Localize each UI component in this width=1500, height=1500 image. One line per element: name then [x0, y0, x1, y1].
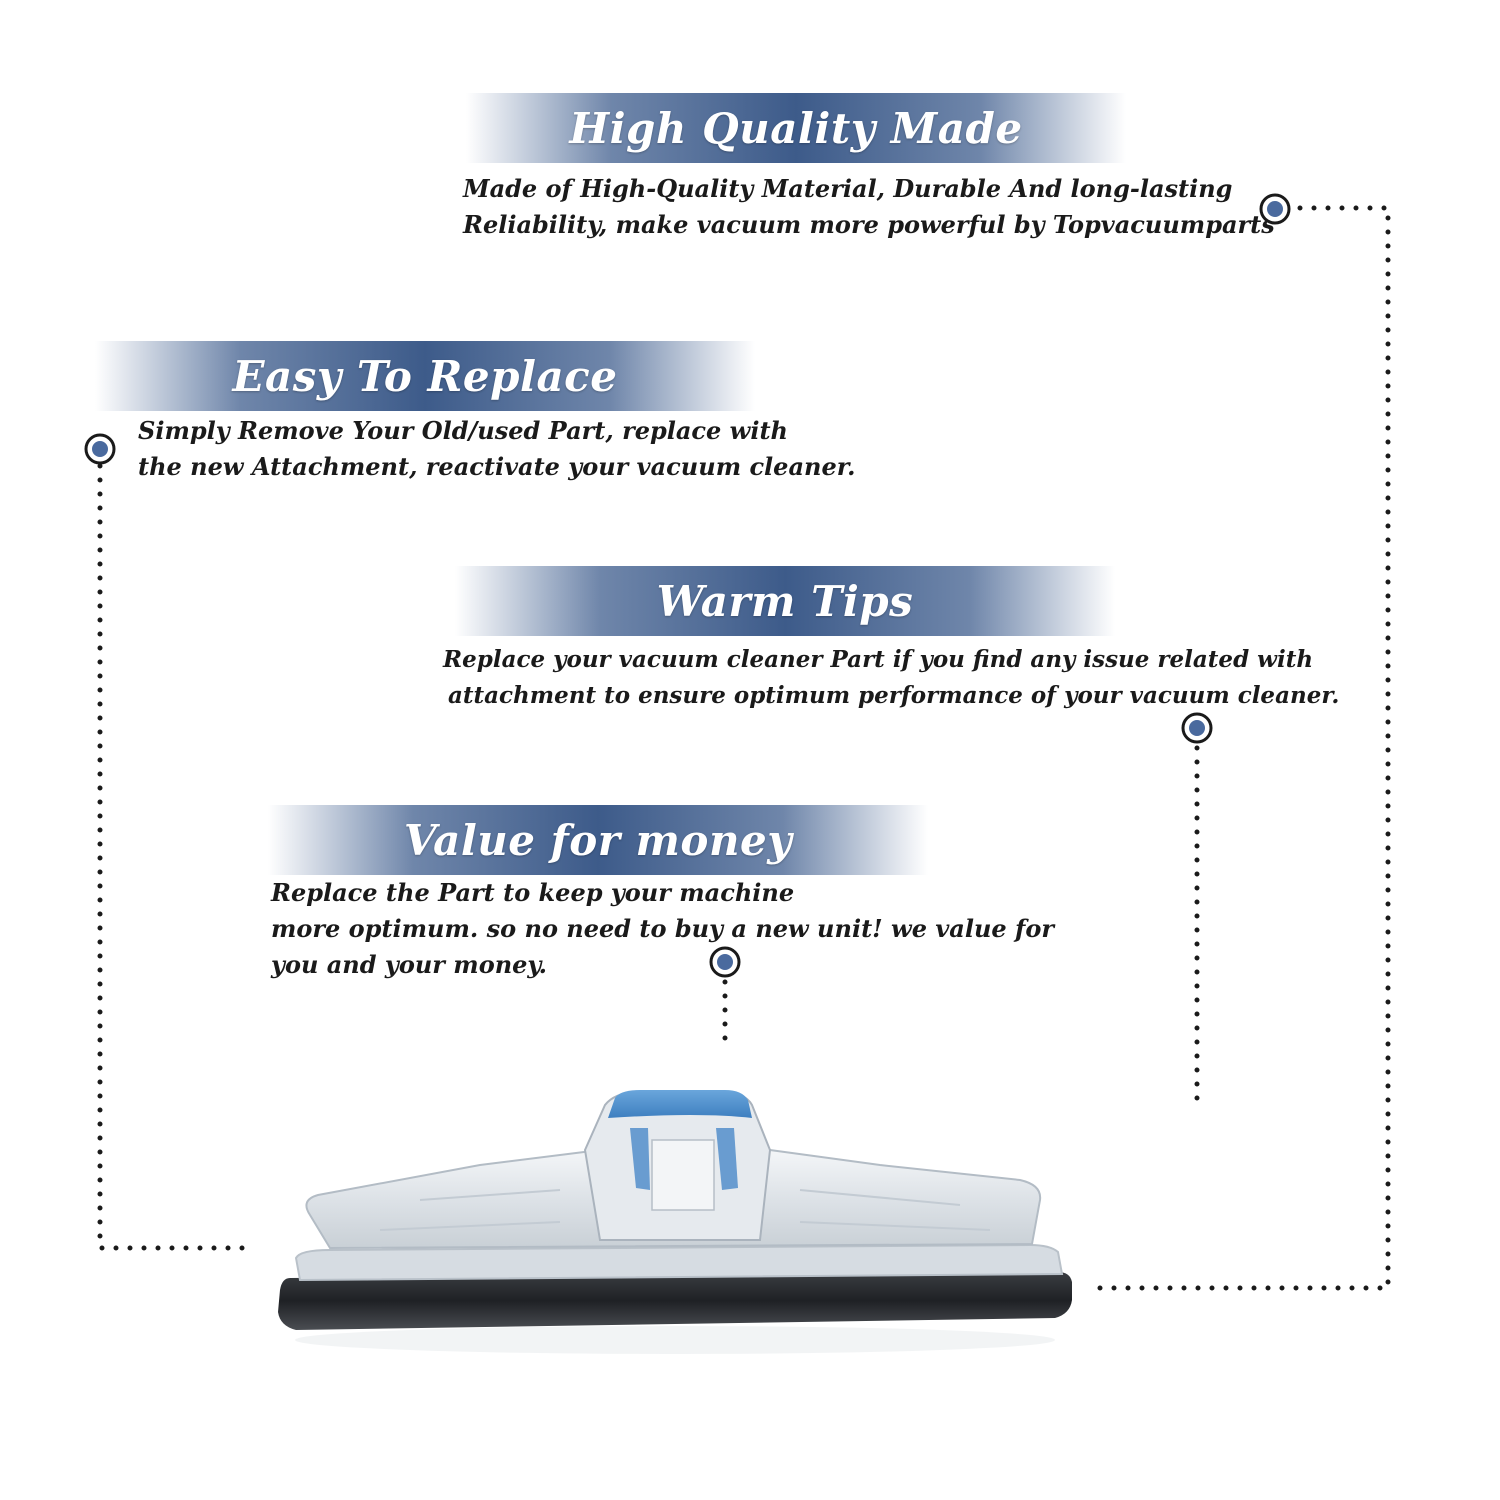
high-quality-made-description: Made of High-Quality Material, Durable A…: [463, 171, 1275, 243]
target-marker-icon: [84, 433, 116, 465]
description-line: attachment to ensure optimum performance…: [448, 682, 1340, 709]
description-line: Simply Remove Your Old/used Part, replac…: [138, 416, 788, 445]
value-for-money-description: Replace the Part to keep your machine mo…: [271, 875, 1054, 983]
description-line: Replace your vacuum cleaner Part if you …: [443, 646, 1314, 673]
vacuum-attachment-image: [278, 1090, 1072, 1354]
target-marker-icon: [1181, 712, 1213, 744]
warm-tips-banner: Warm Tips: [455, 566, 1115, 636]
easy-to-replace-description: Simply Remove Your Old/used Part, replac…: [138, 413, 856, 485]
description-line: Made of High-Quality Material, Durable A…: [463, 174, 1233, 203]
connector-easy-replace: [97, 463, 248, 1251]
easy-to-replace-title: Easy To Replace: [232, 351, 618, 401]
description-line: you and your money.: [271, 950, 547, 979]
warm-tips-title: Warm Tips: [656, 576, 914, 626]
description-line: the new Attachment, reactivate your vacu…: [138, 452, 856, 481]
target-marker-icon: [1259, 193, 1291, 225]
connector-high-quality: [1087, 205, 1391, 1291]
warm-tips-description: Replace your vacuum cleaner Part if you …: [443, 642, 1339, 714]
easy-to-replace-banner: Easy To Replace: [95, 341, 755, 411]
high-quality-made-banner: High Quality Made: [466, 93, 1126, 163]
high-quality-made-title: High Quality Made: [569, 103, 1023, 153]
value-for-money-title: Value for money: [403, 815, 793, 865]
description-line: more optimum. so no need to buy a new un…: [271, 914, 1054, 943]
description-line: Replace the Part to keep your machine: [271, 878, 795, 907]
description-line: Reliability, make vacuum more powerful b…: [463, 210, 1275, 239]
target-marker-icon: [709, 946, 741, 978]
value-for-money-banner: Value for money: [268, 805, 928, 875]
